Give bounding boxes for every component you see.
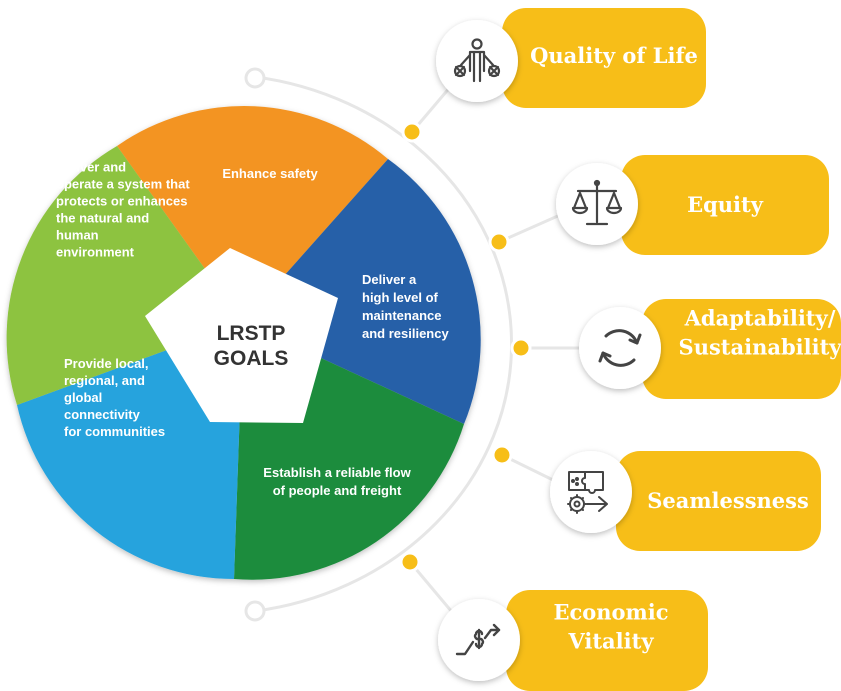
principle-equity: Equity (488, 155, 829, 255)
segment-safety (117, 106, 388, 322)
center-title-line1: LRSTP (217, 322, 286, 345)
pill-equity (621, 155, 829, 255)
text-line: Seamlessness (647, 488, 809, 513)
segment-label-safety: Enhance safety (222, 166, 318, 181)
center-pentagon (145, 248, 338, 423)
refresh-cycle-icon (598, 329, 642, 367)
text-line: the natural and (56, 211, 149, 226)
text-line: Quality of Life (530, 43, 698, 68)
pill-adaptability (642, 299, 841, 399)
text-line: Economic (553, 600, 668, 625)
text-line: Enhance safety (222, 166, 318, 181)
text-line: high level of (362, 290, 439, 305)
text-line: and resiliency (362, 326, 449, 341)
connector-dot (401, 121, 423, 143)
text-line: Deliver a (362, 272, 417, 287)
principle-quality-of-life: Quality of Life (401, 8, 706, 143)
text-line: global (64, 390, 102, 405)
segment-label-flow: Establish a reliable flow of people and f… (263, 465, 411, 498)
text-line: Equity (687, 192, 764, 217)
arc-end-top (244, 67, 266, 89)
text-line: Vitality (567, 629, 654, 654)
text-line: operate a system that (56, 177, 190, 192)
connector-dot (510, 337, 532, 359)
pill-seamlessness (616, 451, 821, 551)
segment-label-connectivity: Provide local, regional, and global connect… (64, 356, 165, 439)
people-balance-icon (453, 38, 501, 83)
principle-label-quality-of-life: Quality of Life (530, 43, 698, 68)
principle-seamlessness: Seamlessness (491, 444, 821, 551)
text-line: of people and freight (273, 483, 402, 498)
scales-icon (571, 179, 623, 226)
text-line: Sustainability (679, 335, 841, 360)
principle-label-adaptability: Adaptability/Sustainability (679, 306, 841, 360)
money-growth-icon (455, 623, 501, 656)
text-line: environment (56, 245, 135, 260)
text-line: human (56, 228, 99, 243)
principle-adaptability: Adaptability/Sustainability (510, 299, 841, 399)
text-line: for communities (64, 424, 165, 439)
segment-label-maintenance: Deliver a high level of maintenance and res… (362, 272, 449, 341)
icon-badge (436, 20, 518, 102)
pill-quality-of-life (502, 8, 706, 108)
text-line: regional, and (64, 373, 145, 388)
text-line: Provide local, (64, 356, 149, 371)
arc-end-bottom (244, 600, 266, 622)
icon-badge (579, 307, 661, 389)
pill-economic-vitality (506, 590, 708, 691)
connector-dot (488, 231, 510, 253)
goals-wheel (6, 106, 481, 580)
segment-maintenance (243, 159, 481, 424)
text-line: maintenance (362, 308, 441, 323)
puzzle-gear-icon (567, 471, 608, 514)
text-line: protects or enhances (56, 194, 188, 209)
text-line: connectivity (64, 407, 141, 422)
principle-label-seamlessness: Seamlessness (647, 488, 809, 513)
connector-dot (399, 551, 421, 573)
text-line: Adaptability/ (684, 306, 836, 331)
segment-connectivity (17, 322, 243, 580)
connector-dot (491, 444, 513, 466)
principle-label-equity: Equity (687, 192, 764, 217)
segment-label-environment: Deliver and operate a system that protects… (56, 160, 190, 260)
text-line: Deliver and (56, 160, 126, 175)
text-line: Establish a reliable flow (263, 465, 411, 480)
center-title-line2: GOALS (214, 347, 289, 370)
